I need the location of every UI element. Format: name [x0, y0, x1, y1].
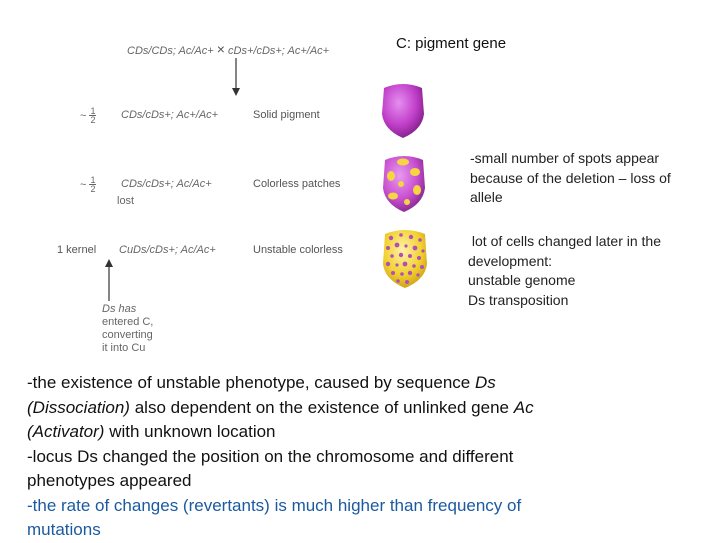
summary-line-2: (Dissociation) also dependent on the exi…	[27, 397, 534, 417]
row3-note: lot of cells changed later in the develo…	[468, 233, 662, 308]
ds-entered-arrow	[105, 259, 113, 301]
summary-text: -the existence of unstable phenotype, ca…	[27, 371, 707, 543]
colorless-patches-kernel	[383, 156, 425, 212]
unstable-colorless-kernel	[383, 230, 427, 288]
row1-genotype: CDs/cDs+; Ac+/Ac+	[121, 109, 219, 121]
summary-line-7: mutations	[27, 520, 101, 539]
summary-line-5: phenotypes appeared	[27, 471, 192, 490]
cross-down-arrow	[232, 58, 240, 96]
row2-genotype: CDs/cDs+; Ac/Ac+	[121, 178, 212, 190]
cross-left-genotype: CDs/CDs; Ac/Ac+	[127, 45, 214, 57]
parental-cross: CDs/CDs; Ac/Ac+ × cDs+/cDs+; Ac+/Ac+	[127, 41, 329, 57]
summary-line-4: -locus Ds changed the position on the ch…	[27, 446, 514, 466]
summary-line-1: -the existence of unstable phenotype, ca…	[27, 373, 496, 392]
row3-genotype: CuDs/cDs+; Ac/Ac+	[119, 244, 216, 256]
row2-phenotype: Colorless patches	[253, 178, 341, 190]
solid-pigment-kernel	[382, 84, 424, 138]
row3-count-label: 1 kernel	[57, 244, 97, 256]
row2-note: -small number of spots appear because of…	[470, 150, 671, 205]
row3-phenotype: Unstable colorless	[253, 244, 343, 256]
row1-phenotype: Solid pigment	[253, 109, 320, 121]
row2-lost-label: lost	[117, 195, 135, 207]
summary-line-6: -the rate of changes (revertants) is muc…	[27, 495, 522, 515]
ds-entered-caption: Ds has entered C, converting it into Cu	[102, 303, 154, 354]
cross-symbol: ×	[216, 41, 225, 57]
cross-right-genotype: cDs+/cDs+; Ac+/Ac+	[228, 45, 330, 57]
pigment-gene-heading: C: pigment gene	[396, 35, 507, 52]
summary-line-3: (Activator) with unknown location	[27, 422, 276, 441]
